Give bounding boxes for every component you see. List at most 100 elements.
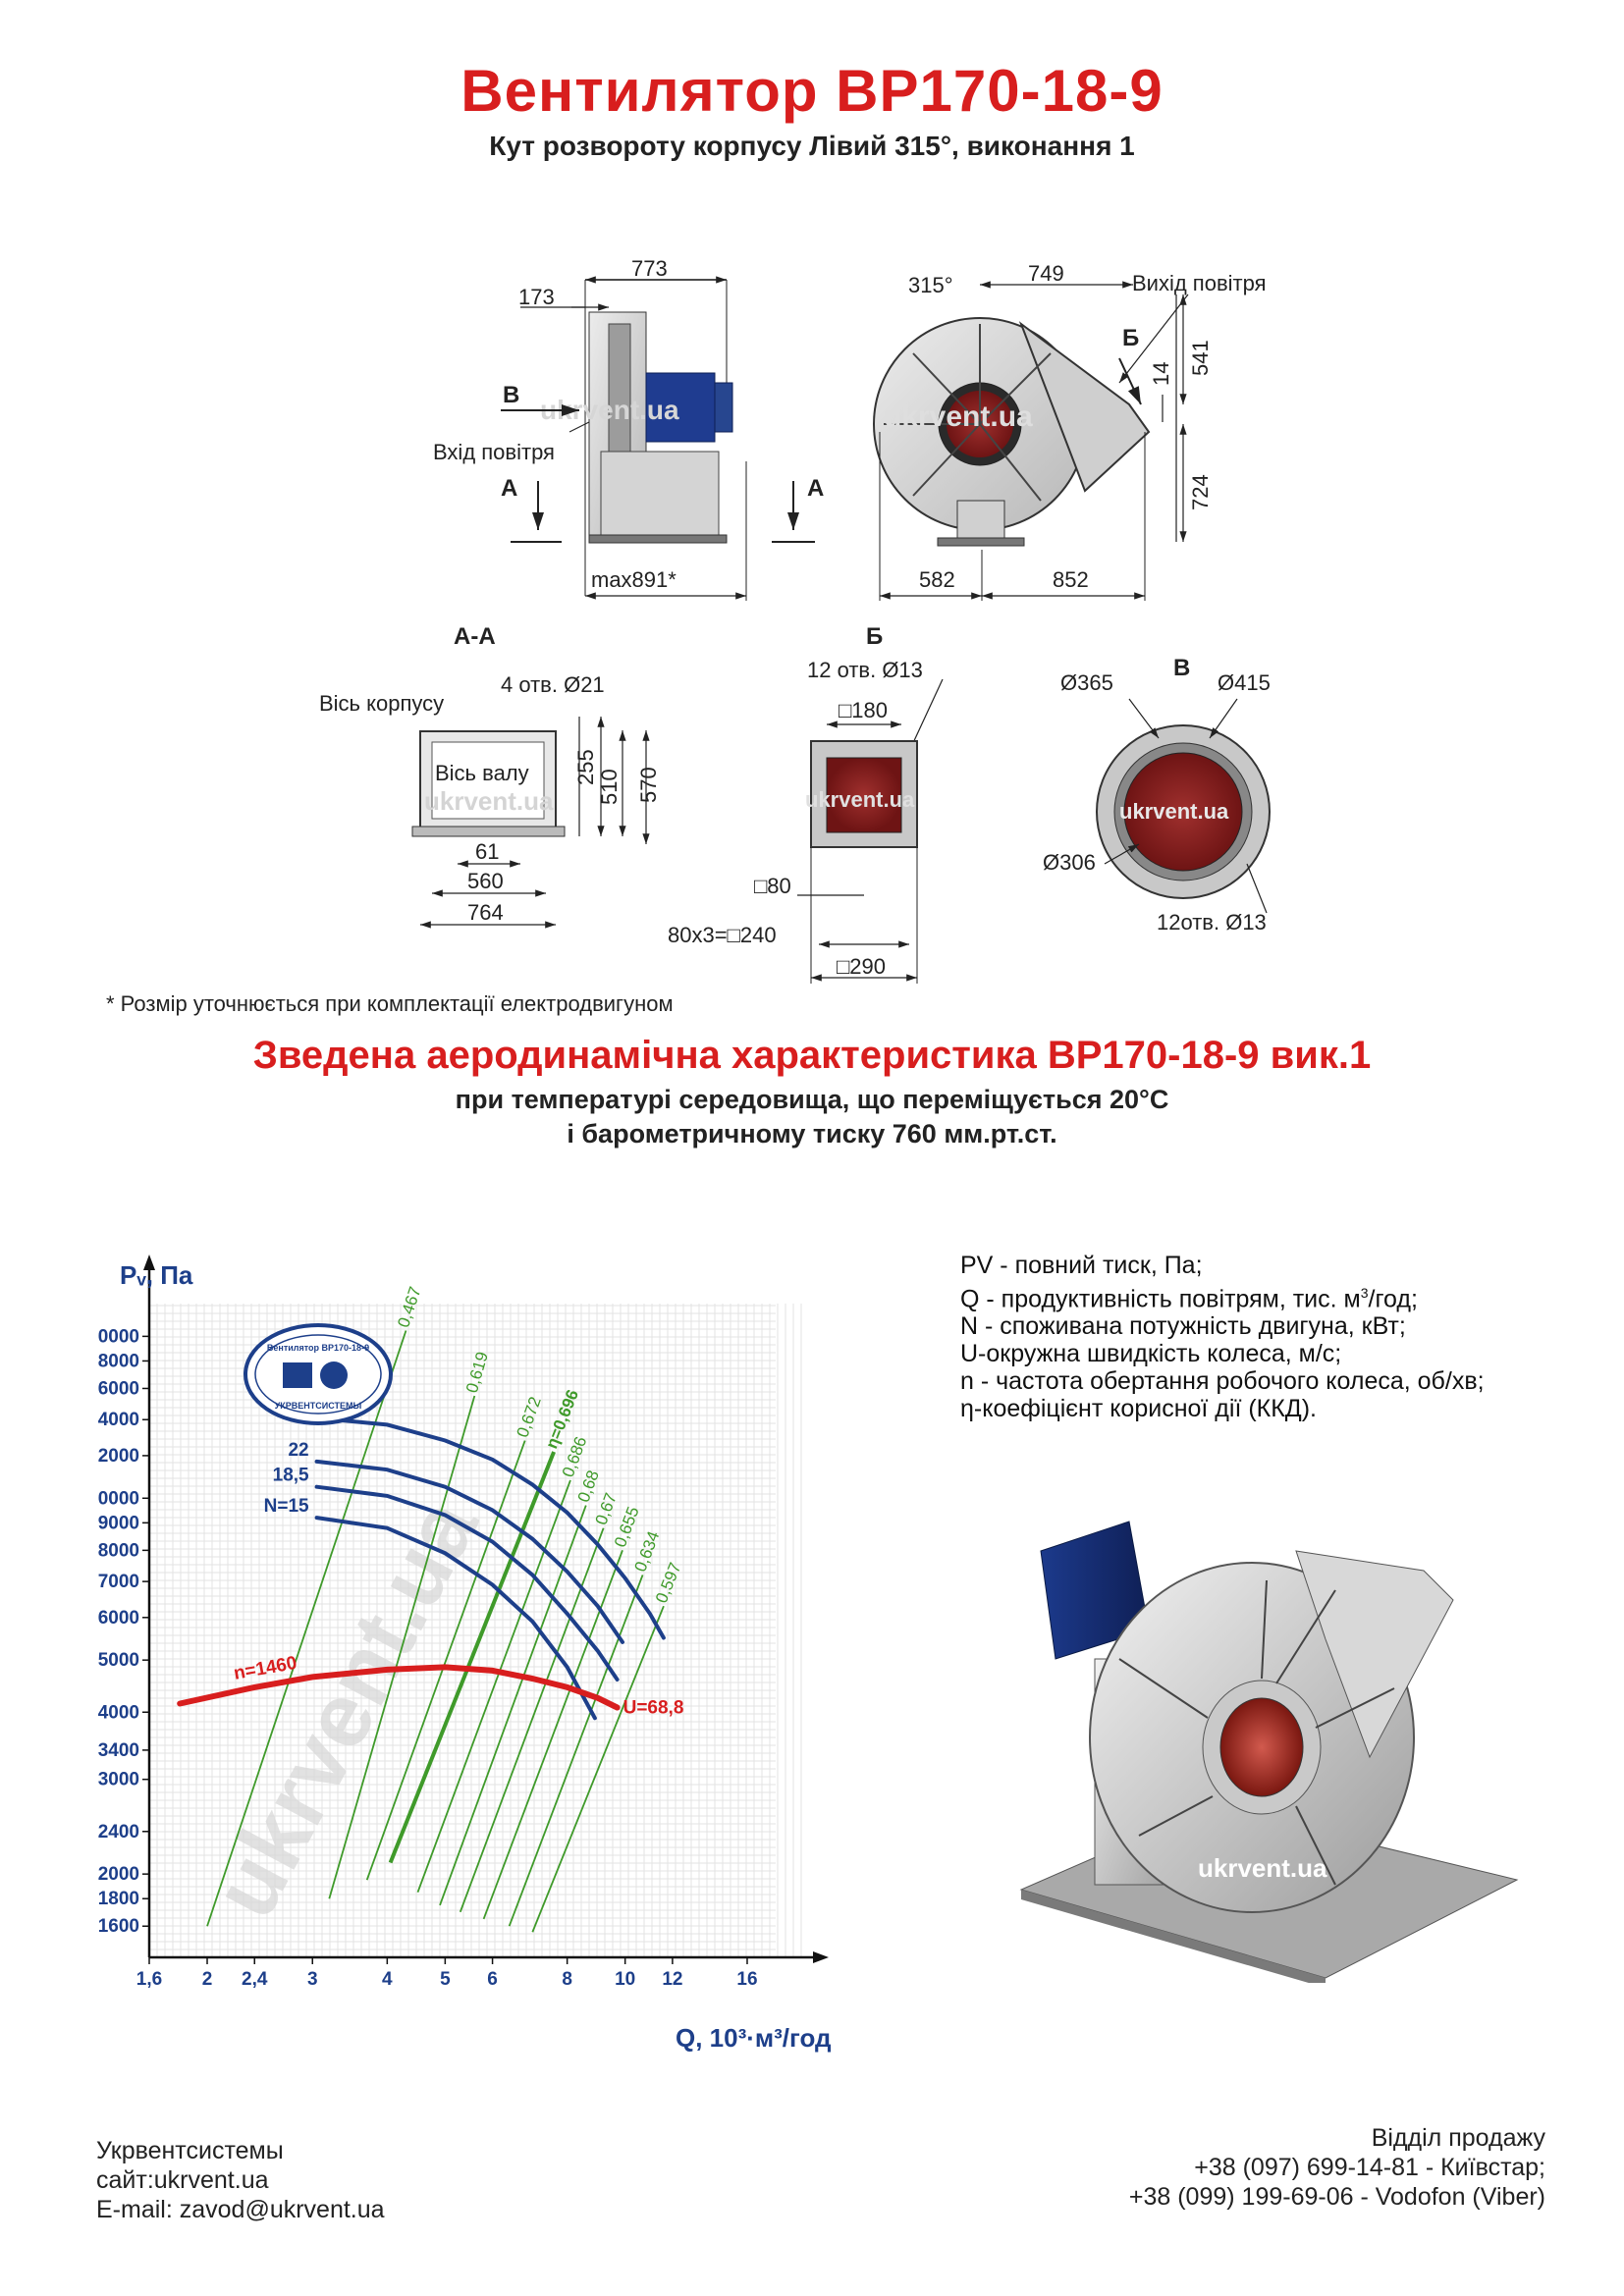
angle-315: 315° — [908, 273, 953, 297]
x-tick-label: 10 — [615, 1969, 635, 1990]
page-subtitle: Кут розвороту корпусу Лівий 315°, викона… — [489, 131, 1135, 161]
y-tick-label: 8000 — [98, 1540, 139, 1561]
y-tick-label: 1800 — [98, 1889, 139, 1909]
view-b-title: Б — [866, 623, 883, 650]
x-tick-label: 8 — [562, 1969, 572, 1990]
front-view: ukrvent.ua 315° 749 Вихід повітря Б 541 … — [873, 261, 1267, 601]
power-curve-label: N=15 — [264, 1496, 309, 1517]
y-tick-label: 1600 — [98, 1916, 139, 1937]
footer-sales: Відділ продажу +38 (097) 699-14-81 - Киї… — [1129, 2123, 1545, 2212]
y-tick-label: 7000 — [98, 1572, 139, 1592]
view-b-watermark: ukrvent.ua — [805, 787, 915, 812]
y-tick-label: 9000 — [98, 1513, 139, 1533]
sales-title: Відділ продажу — [1371, 2124, 1545, 2152]
x-axis-label: Q, 10³·м³/год — [676, 2023, 832, 2053]
dim-14: 14 — [1149, 362, 1173, 386]
legend-pv: PV - повний тиск, Па; — [960, 1252, 1203, 1279]
fan-curve-u-label: U=68,8 — [623, 1698, 684, 1719]
dim-max891: max891* — [591, 567, 677, 592]
efficiency-line — [388, 1451, 556, 1864]
performance-title: Зведена аеродинамічна характеристика ВР1… — [252, 1034, 1372, 1077]
efficiency-line — [531, 1605, 665, 1933]
x-tick-label: 4 — [382, 1969, 393, 1990]
x-axis-arrow — [813, 1951, 829, 1963]
badge-model: Вентилятор ВР170-18-9 — [267, 1343, 369, 1353]
front-view-watermark: ukrvent.ua — [884, 400, 1033, 433]
footnote: * Розмір уточнюється при комплектації ел… — [106, 991, 674, 1016]
y-tick-label: 12000 — [98, 1446, 139, 1467]
page-title: Вентилятор ВР170-18-9 — [460, 58, 1164, 124]
dim-749: 749 — [1028, 261, 1064, 286]
performance-chart: ukrvent.ua 0,4670,6190,672η=0,6960,6860,… — [98, 1255, 832, 2053]
power-curve — [314, 1459, 624, 1644]
x-tick-label: 3 — [307, 1969, 318, 1990]
label-b-front: Б — [1122, 325, 1139, 351]
outlet-label: Вихід повітря — [1132, 271, 1267, 295]
x-tick-label: 1,6 — [136, 1969, 162, 1990]
dim-240: 80x3=□240 — [668, 923, 777, 947]
legend-n: N - споживана потужність двигуна, кВт; — [960, 1312, 1406, 1341]
performance-line1: при температурі середовища, що переміщує… — [455, 1085, 1169, 1114]
y-axis-label: Pᵥ, Па — [120, 1260, 193, 1290]
legend: PV - повний тиск, Па; Q - продуктивність… — [960, 1252, 1485, 1422]
dim-852: 852 — [1053, 567, 1089, 592]
holes-v: 12отв. Ø13 — [1157, 910, 1267, 934]
company-email[interactable]: E-mail: zavod@ukrvent.ua — [96, 2196, 385, 2223]
efficiency-label: 0,467 — [394, 1284, 424, 1329]
y-tick-label: 18000 — [98, 1351, 139, 1371]
legend-rpm: n - частота обертання робочого колеса, о… — [960, 1367, 1485, 1396]
dim-724: 724 — [1188, 474, 1213, 510]
power-curve — [314, 1484, 620, 1682]
section-a-right: А — [807, 475, 824, 502]
efficiency-lines: 0,4670,6190,672η=0,6960,6860,680,670,655… — [206, 1284, 685, 1933]
efficiency-line — [482, 1550, 623, 1920]
y-tick-label: 10000 — [98, 1488, 139, 1509]
efficiency-label: 0,634 — [631, 1528, 664, 1575]
efficiency-line — [508, 1575, 644, 1927]
section-a-left: А — [501, 475, 517, 502]
section-aa: А-А Вісь корпусу 4 отв. Ø21 Вісь валу uk… — [319, 623, 661, 929]
efficiency-label: 0,67 — [592, 1490, 621, 1527]
x-tick-label: 5 — [440, 1969, 451, 1990]
chart-grid — [149, 1304, 802, 1957]
y-tick-label: 5000 — [98, 1650, 139, 1671]
chart-axes — [143, 1255, 829, 1963]
d365: Ø365 — [1060, 670, 1113, 695]
x-tick-label: 2 — [202, 1969, 213, 1990]
y-tick-label: 2400 — [98, 1822, 139, 1842]
view-b: Б 12 отв. Ø13 □180 ukrvent.ua □80 80x3=□… — [668, 623, 944, 984]
x-tick-label: 12 — [662, 1969, 682, 1990]
d415: Ø415 — [1218, 670, 1271, 695]
efficiency-label: 0,655 — [611, 1504, 643, 1550]
housing-axis-label: Вісь корпусу — [319, 691, 444, 716]
sales-phone-2[interactable]: +38 (099) 199-69-06 - Vodofon (Viber) — [1128, 2183, 1545, 2211]
company-site[interactable]: сайт:ukrvent.ua — [96, 2166, 269, 2194]
power-curve — [314, 1516, 597, 1721]
y-tick-label: 20000 — [98, 1326, 139, 1347]
power-curve-label: 22 — [288, 1440, 308, 1461]
holes-b: 12 отв. Ø13 — [807, 658, 923, 682]
y-tick-label: 16000 — [98, 1378, 139, 1399]
performance-line2: і барометричному тиску 760 мм.рт.ст. — [567, 1119, 1057, 1148]
fan-curve-line — [177, 1664, 621, 1711]
dim-255: 255 — [573, 749, 598, 785]
efficiency-label: 0,672 — [514, 1394, 545, 1439]
x-tick-label: 2,4 — [242, 1969, 268, 1990]
product-watermark: ukrvent.ua — [1198, 1853, 1327, 1883]
badge-maker: УКРВЕНТСИСТЕМЫ — [275, 1401, 362, 1411]
y-tick-label: 2000 — [98, 1864, 139, 1885]
dim-541: 541 — [1188, 340, 1213, 376]
d306: Ø306 — [1043, 850, 1096, 875]
dim-510: 510 — [597, 769, 622, 805]
inlet-label: Вхід повітря — [433, 440, 555, 464]
label-v-side: В — [503, 382, 519, 408]
sales-phone-1[interactable]: +38 (097) 699-14-81 - Київстар; — [1194, 2154, 1545, 2181]
dim-764: 764 — [467, 900, 504, 925]
dim-582: 582 — [919, 567, 955, 592]
company-name: Укрвентсистемы — [96, 2137, 284, 2164]
x-tick-label: 16 — [736, 1969, 757, 1990]
y-tick-label: 6000 — [98, 1608, 139, 1629]
dim-570: 570 — [636, 767, 661, 803]
